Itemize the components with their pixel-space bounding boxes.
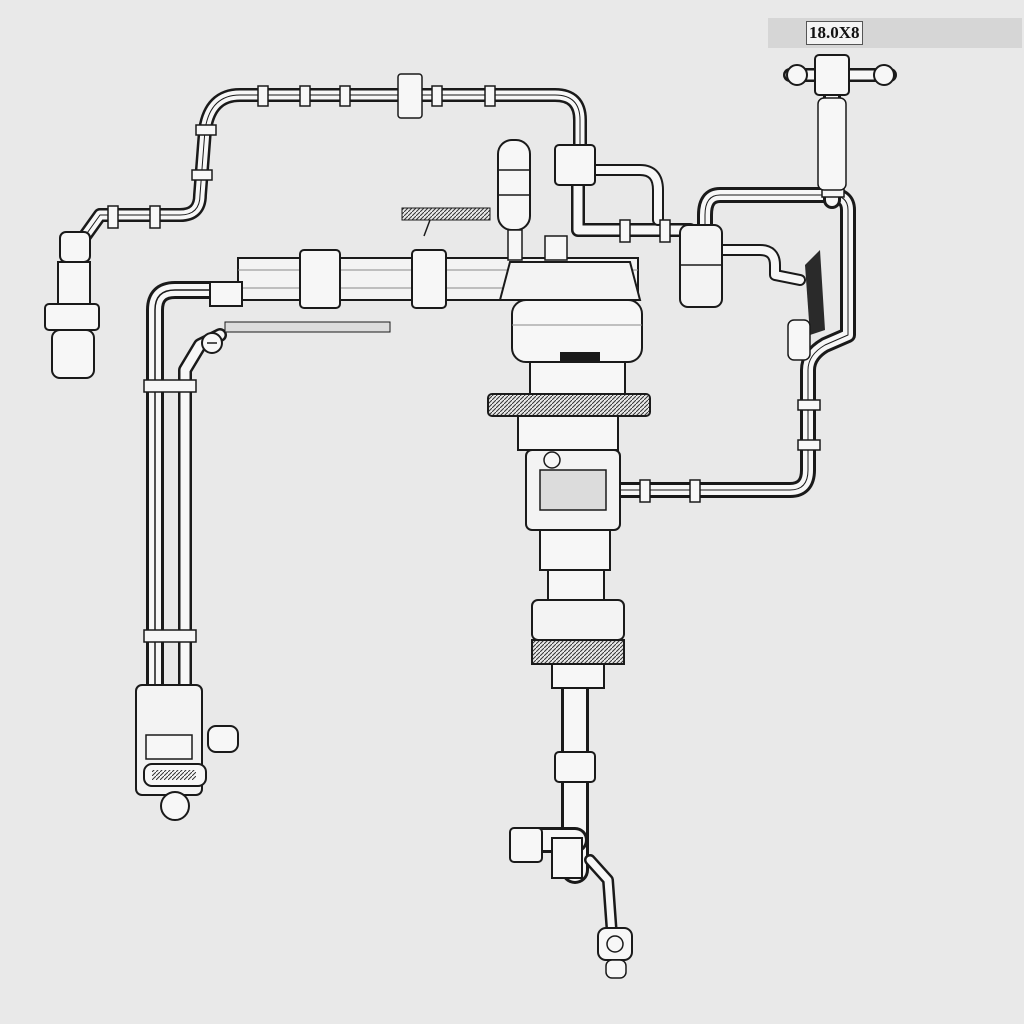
left-nozzle [44, 231, 100, 379]
diagram-label: 18.0X8 [806, 21, 863, 45]
upper-valve [497, 139, 596, 261]
pipe-lower-output [522, 666, 618, 941]
right-regulator [679, 224, 825, 361]
bottom-nozzle [597, 927, 633, 979]
pipe-upper-left [68, 88, 587, 257]
gauge [201, 332, 223, 354]
couplings [107, 73, 845, 643]
lower-left-manifold [135, 684, 239, 821]
pump-assembly [487, 261, 651, 879]
pipe-right-loop [571, 164, 856, 498]
top-right-valve [786, 54, 895, 191]
pipe-left-vertical [146, 281, 249, 699]
